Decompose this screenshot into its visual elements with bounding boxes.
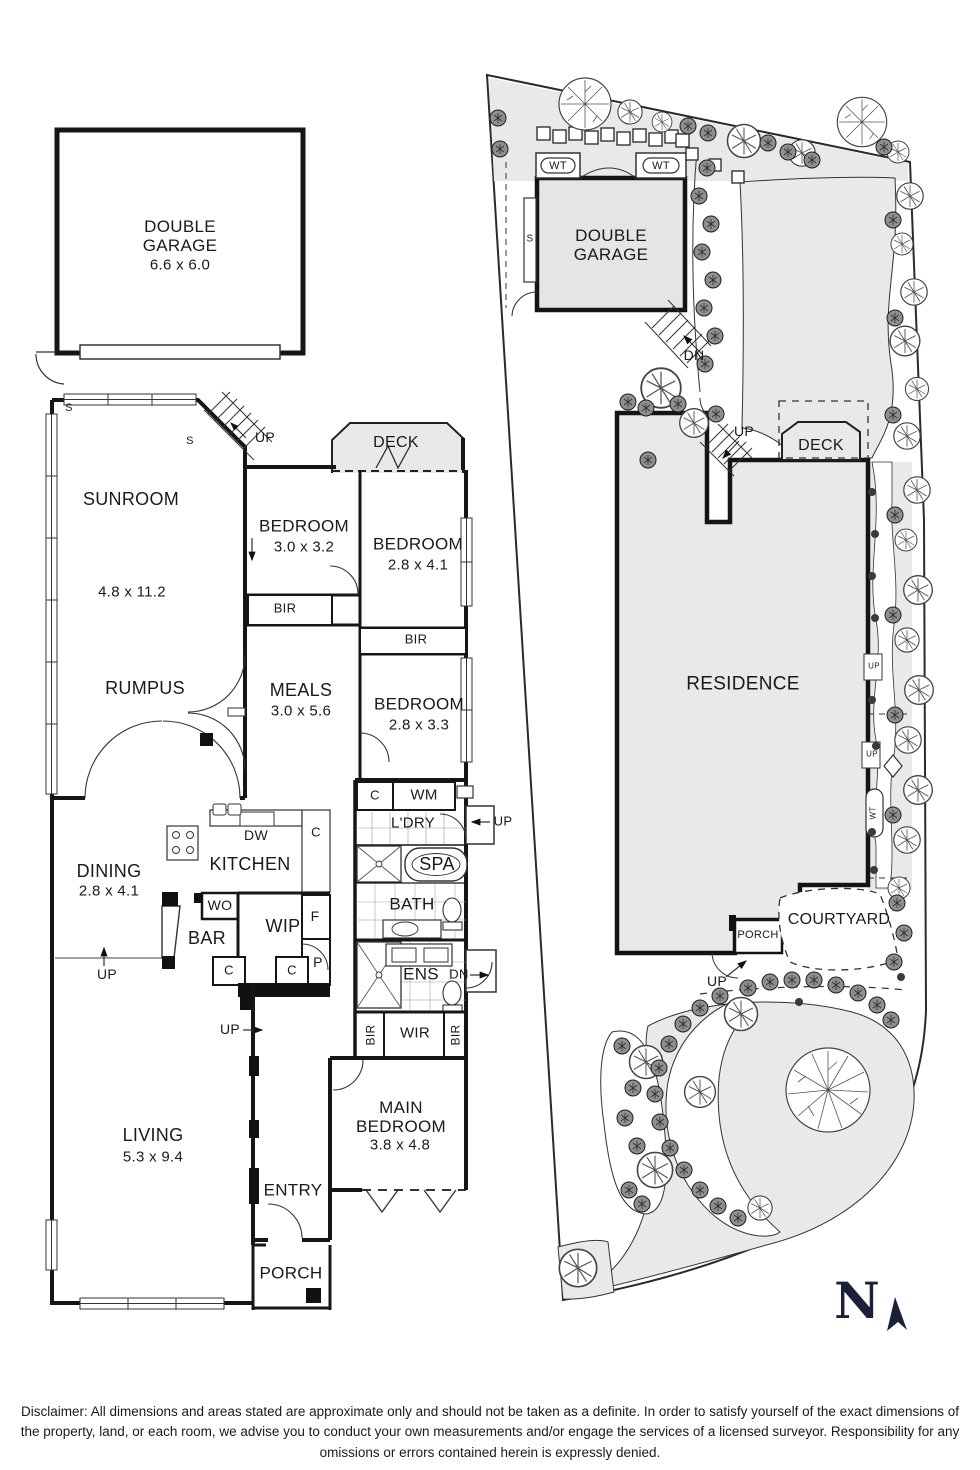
room-label-dining: DINING xyxy=(76,860,142,881)
site-garage-shape xyxy=(534,175,688,313)
room-dims-garage: 6.6 x 6.0 xyxy=(149,256,211,274)
kitchen-bench xyxy=(301,809,331,893)
room-label-sunroom: SUNROOM xyxy=(82,488,180,509)
room-label-spa: SPA xyxy=(419,853,455,874)
site-label-garage: DOUBLE GARAGE xyxy=(573,225,649,264)
wo-label: WO xyxy=(207,897,233,914)
wall-oven-shape xyxy=(200,891,240,921)
north-arrow-icon xyxy=(887,1297,907,1331)
site-label-porch: PORCH xyxy=(737,928,779,941)
bar-counter xyxy=(161,905,181,959)
room-dims-main-bedroom: 3.8 x 4.8 xyxy=(369,1136,431,1154)
bir-top-shape xyxy=(247,594,333,626)
stove-shape xyxy=(166,825,199,861)
pantry-label: P xyxy=(313,954,323,971)
up-label-tiny: UP xyxy=(868,661,880,671)
up-label-living: UP xyxy=(219,1021,241,1038)
up-label-porch: UP xyxy=(706,973,728,990)
laundry-tiles xyxy=(358,812,466,845)
s-marker-site: S xyxy=(526,233,534,245)
wt-label: WT xyxy=(652,159,670,172)
room-label-bar: BAR xyxy=(188,927,226,948)
room-label-bedroom-mid: BEDROOM xyxy=(374,694,464,714)
bir-label: BIR xyxy=(273,600,297,616)
site-dn-stairs xyxy=(644,299,712,369)
room-dims-bedroom-right: 2.8 x 4.1 xyxy=(387,556,449,574)
sink-icon xyxy=(227,803,242,816)
washing-machine-shape xyxy=(392,781,456,811)
room-label-kitchen: KITCHEN xyxy=(209,853,291,874)
disclaimer-text: Disclaimer: All dimensions and areas sta… xyxy=(20,1404,960,1460)
floor-plan xyxy=(35,127,497,1310)
stairs-up xyxy=(203,391,273,461)
room-label-bedroom-top: BEDROOM xyxy=(259,516,349,536)
up-label-laundry: UP xyxy=(493,813,513,829)
bir-label: BIR xyxy=(448,1024,463,1046)
room-label-deck: DECK xyxy=(373,434,419,452)
room-label-living: LIVING xyxy=(122,1124,184,1145)
cupboard-label: C xyxy=(287,962,297,978)
room-dims-bedroom-top: 3.0 x 3.2 xyxy=(273,538,335,556)
wt-label-vertical: WT xyxy=(868,806,878,820)
north-label: N xyxy=(834,1271,880,1330)
bir-label: BIR xyxy=(363,1024,378,1046)
wm-label: WM xyxy=(410,786,438,804)
s-marker: S xyxy=(186,434,194,447)
wt-label: WT xyxy=(549,159,567,172)
room-dims-sunroom: 4.8 x 11.2 xyxy=(98,583,166,601)
fridge-label: F xyxy=(310,908,320,925)
room-dims-meals: 3.0 x 5.6 xyxy=(270,702,332,720)
room-label-meals: MEALS xyxy=(269,679,333,700)
bir-label: BIR xyxy=(404,631,428,647)
toilet-icon xyxy=(442,897,462,923)
s-marker: S xyxy=(65,401,73,414)
site-plan xyxy=(485,73,934,1331)
site-courtyard-shape xyxy=(778,887,899,971)
garage-door xyxy=(79,344,281,360)
room-label-wir: WIR xyxy=(399,1024,431,1042)
window-band xyxy=(45,393,473,1310)
room-dims-bedroom-mid: 2.8 x 3.3 xyxy=(388,716,450,734)
room-label-rumpus: RUMPUS xyxy=(105,677,185,698)
site-porch-shape xyxy=(733,918,784,955)
toilet-icon xyxy=(442,980,462,1006)
room-label-laundry: L'DRY xyxy=(390,814,436,832)
room-dims-living: 5.3 x 9.4 xyxy=(122,1148,184,1166)
room-label-porch: PORCH xyxy=(259,1263,323,1283)
room-label-ens: ENS xyxy=(403,964,439,984)
water-tank-icon xyxy=(540,157,576,174)
dn-label-ens: DN xyxy=(449,966,469,982)
up-label-site: UP xyxy=(733,423,755,440)
dw-label: DW xyxy=(244,827,268,844)
bir-right-shape xyxy=(359,627,467,655)
site-up-stairs xyxy=(699,397,753,477)
room-label-bedroom-right: BEDROOM xyxy=(373,534,463,554)
dishwasher-shape xyxy=(239,811,275,827)
cupboard-label: C xyxy=(224,962,234,978)
up-label-dining: UP xyxy=(96,966,118,983)
cupboard-label: C xyxy=(311,824,321,840)
dn-label-site: DN xyxy=(683,347,705,364)
water-tank-icon xyxy=(865,788,884,838)
room-label-garage: DOUBLE GARAGE xyxy=(142,216,218,255)
cupboard-label: C xyxy=(370,787,380,803)
up-label-tiny: UP xyxy=(866,749,878,759)
water-tank-icon xyxy=(642,157,680,174)
room-label-main-bedroom: MAIN BEDROOM xyxy=(356,1097,446,1136)
up-label-stairs: UP xyxy=(254,429,276,446)
site-deck-shape xyxy=(781,421,861,461)
room-label-bath: BATH xyxy=(389,894,435,914)
sink-icon xyxy=(212,803,227,816)
site-label-courtyard: COURTYARD xyxy=(787,911,891,929)
site-label-deck: DECK xyxy=(798,437,844,455)
site-label-residence: RESIDENCE xyxy=(686,673,800,695)
room-label-wip: WIP xyxy=(265,915,301,936)
room-dims-dining: 2.8 x 4.1 xyxy=(78,882,140,900)
room-label-entry: ENTRY xyxy=(263,1180,323,1200)
